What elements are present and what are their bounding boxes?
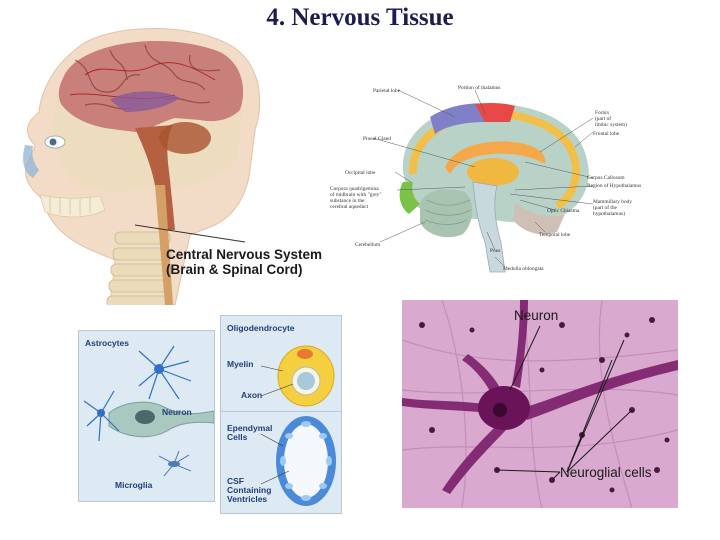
oligodendrocyte-ependymal-image	[260, 345, 336, 506]
micrograph-neuron-label: Neuron	[514, 308, 559, 323]
label-csf-2: Containing	[227, 485, 272, 495]
cns-caption-line1: Central Nervous System	[166, 247, 323, 262]
label-mammillary-2: (part of the	[593, 205, 617, 211]
label-axon: Axon	[241, 390, 263, 400]
label-fornix-2: (part of	[595, 116, 612, 122]
label-corpora-3: substance in the	[330, 198, 365, 204]
label-temporal-lobe: Temporal lobe	[539, 232, 571, 238]
label-myelin: Myelin	[227, 359, 254, 369]
label-occipital-lobe: Occipital lobe	[345, 170, 376, 176]
cns-caption-line2: (Brain & Spinal Cord)	[166, 262, 303, 277]
label-astrocytes: Astrocytes	[85, 338, 129, 348]
glial-diagram-left: Astrocytes Neuron Microglia	[78, 330, 215, 502]
label-csf-1: CSF	[227, 476, 244, 486]
label-cerebellum: Cerebellum	[355, 242, 381, 248]
brain-sagittal-image	[372, 89, 594, 273]
label-optic-chiasma: Optic Chiasma	[547, 208, 580, 214]
label-fornix-1: Fornix	[595, 110, 610, 116]
slide-title: 4. Nervous Tissue	[266, 4, 454, 31]
label-corpora-1: Corpora quadrigemina	[330, 186, 379, 192]
label-corpus-callosum: Corpus Callosum	[587, 175, 625, 181]
label-corpora-4: cerebral aqueduct	[330, 204, 369, 210]
label-ependymal-2: Cells	[227, 432, 248, 442]
label-csf-3: Ventricles	[227, 494, 268, 504]
label-mammillary-3: hypothalamus)	[593, 211, 626, 217]
label-corpora-2: of midbrain with "grey"	[330, 192, 382, 198]
label-mammillary-1: Mammillary body	[593, 199, 633, 205]
label-portion-of-thalamus: Portion of thalamus	[458, 85, 501, 91]
cns-illustration: Central Nervous System (Brain & Spinal C…	[15, 20, 335, 305]
label-neuron-diagram: Neuron	[162, 407, 192, 417]
label-region-hypothalamus: Region of Hypothalamus	[587, 183, 642, 189]
micrograph-neuroglial-label: Neuroglial cells	[560, 465, 652, 480]
neuron-micrograph: Neuron Neuroglial cells	[402, 300, 678, 508]
label-fornix-3: limbic system)	[595, 122, 627, 128]
brain-section-diagram: Parietal lobe Portion of thalamus Fornix…	[325, 82, 655, 275]
label-parietal-lobe: Parietal lobe	[373, 88, 401, 94]
micrograph-image	[402, 300, 678, 508]
label-medulla: Medulla oblongata	[503, 266, 544, 272]
label-ependymal-1: Ependymal	[227, 423, 273, 433]
label-frontal-lobe: Frontal lobe	[593, 131, 620, 137]
glial-diagram-right: Oligodendrocyte Myelin Axon Ependymal Ce…	[220, 315, 342, 514]
label-pineal-gland: Pineal Gland	[363, 136, 391, 142]
astrocyte-neuron-microglia-image	[83, 345, 214, 477]
head-skull-brain-image	[23, 28, 261, 305]
label-pons: Pons	[490, 248, 501, 254]
label-microglia: Microglia	[115, 480, 153, 490]
label-oligodendrocyte: Oligodendrocyte	[227, 323, 295, 333]
